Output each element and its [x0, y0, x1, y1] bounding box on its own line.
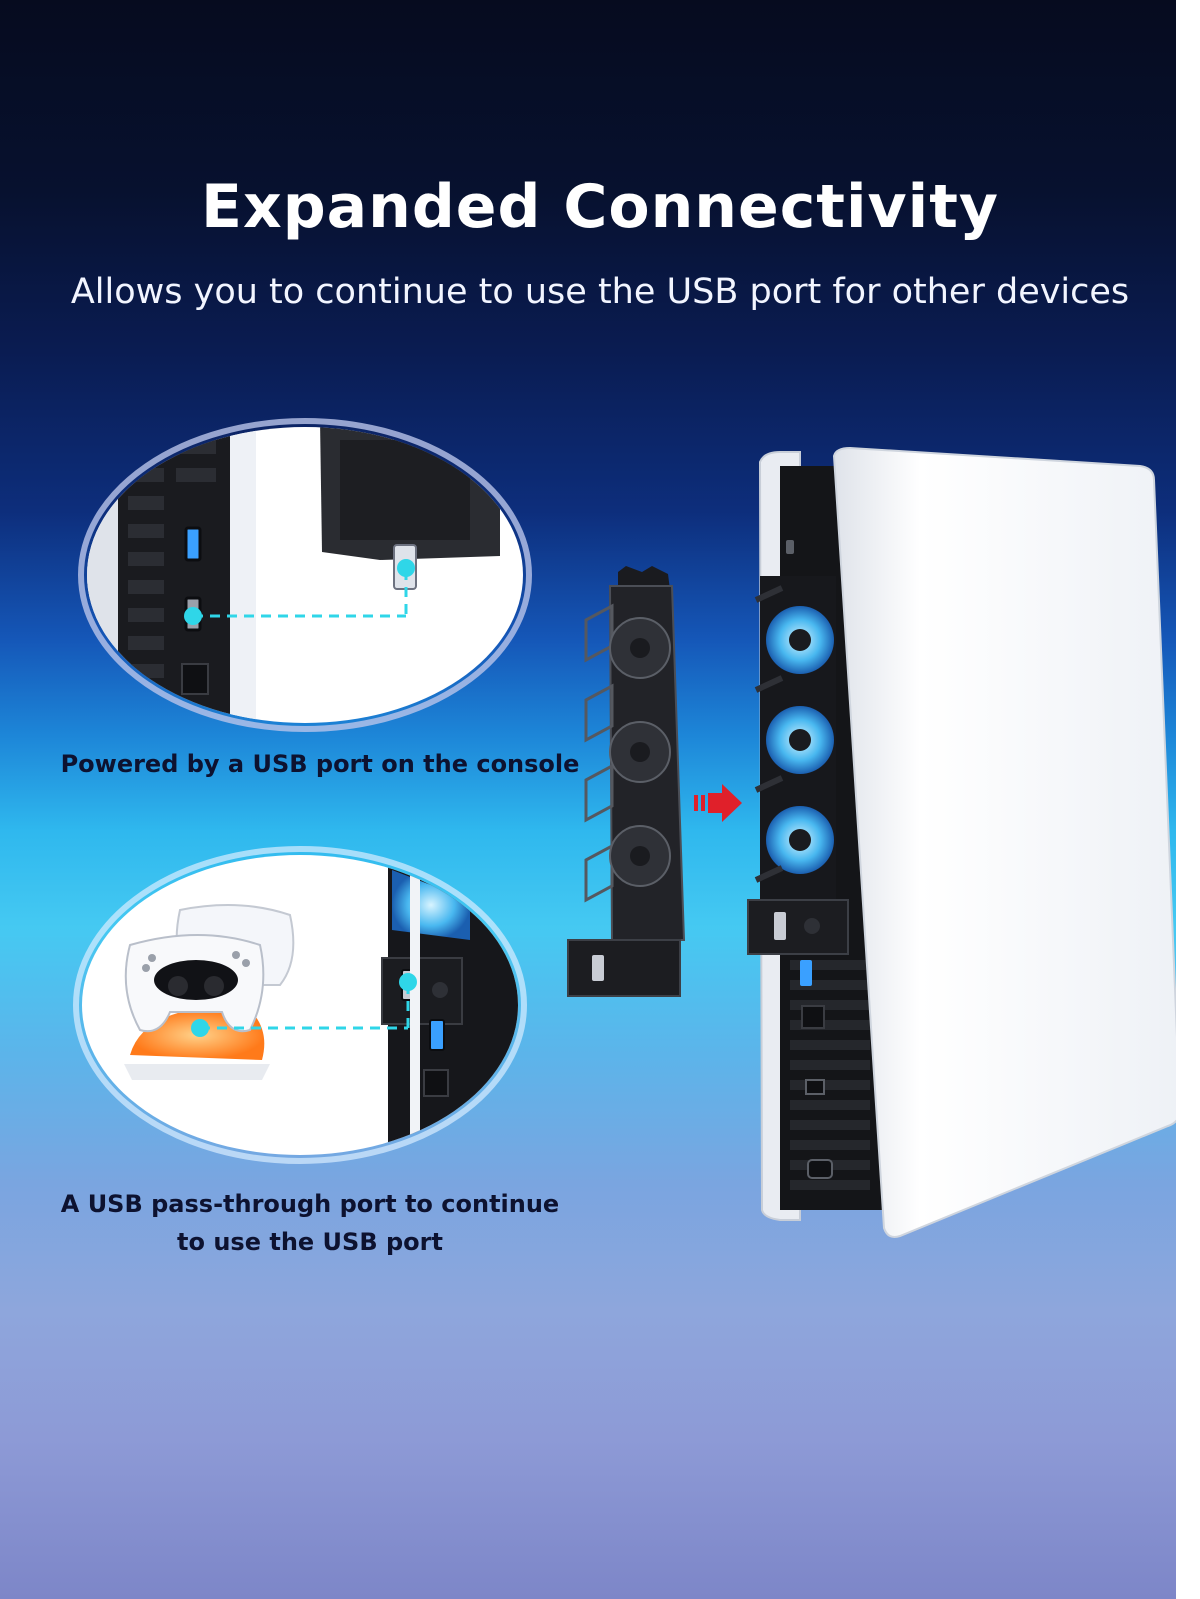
- caption-line: to use the USB port: [177, 1228, 443, 1256]
- usb-port-upper-icon: [184, 526, 202, 562]
- caption-line: A USB pass-through port to continue: [60, 1190, 560, 1218]
- power-port-icon: [807, 1159, 833, 1179]
- page-edge: [1176, 0, 1200, 1599]
- caption-line: Powered by a USB port on the console: [60, 750, 580, 778]
- closeup-oval-passthrough: [73, 846, 527, 1164]
- page-subtitle: Allows you to continue to use the USB po…: [70, 272, 1130, 312]
- attach-arrow-icon: [694, 784, 742, 822]
- caption-usb-passthrough: A USB pass-through port to continue to u…: [40, 1185, 580, 1261]
- hdmi-port-icon: [805, 1079, 825, 1095]
- closeup-oval-console-usb: [78, 418, 532, 732]
- page-title: Expanded Connectivity: [201, 172, 999, 242]
- cooling-fan-unit: [567, 566, 686, 997]
- caption-usb-power: Powered by a USB port on the console: [40, 745, 600, 783]
- console-with-fan: [747, 446, 1182, 1238]
